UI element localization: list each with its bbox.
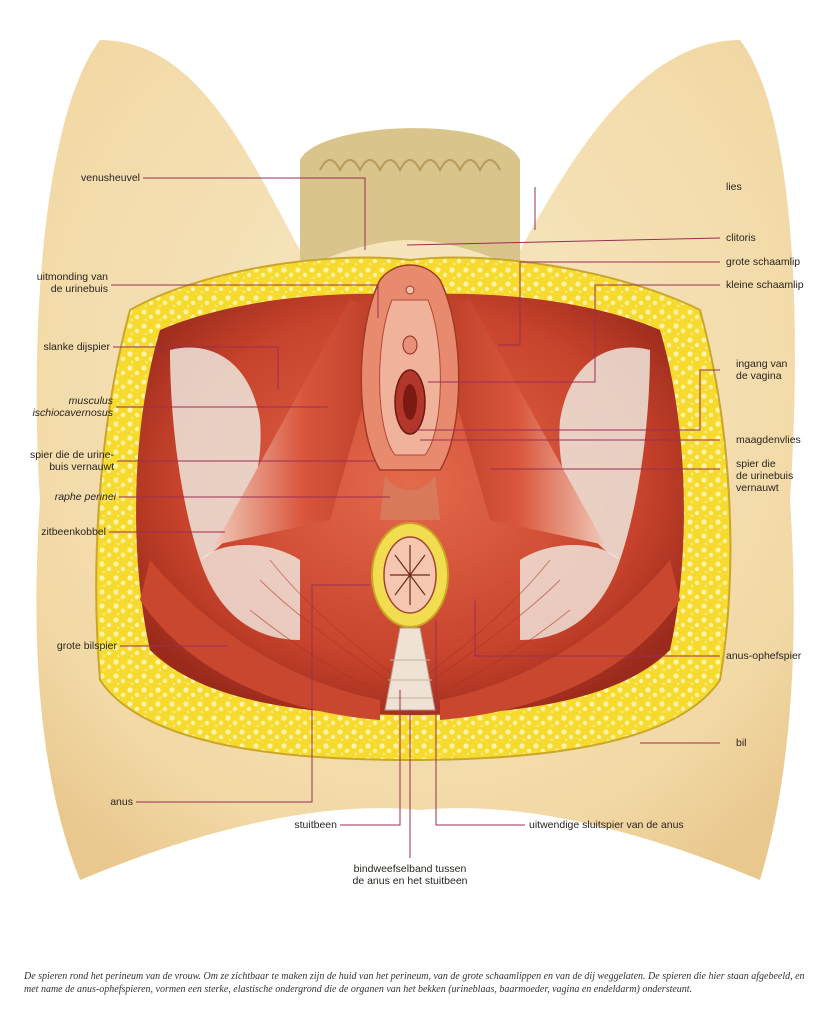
label-stuitbeen: stuitbeen bbox=[294, 819, 337, 831]
label-anus-ophefspier: anus-ophefspier bbox=[726, 650, 802, 662]
label-spier-urinebuis-left: spier die de urine- buis vernauwt bbox=[29, 449, 114, 473]
label-grote-schaamlip: grote schaamlip bbox=[726, 256, 801, 268]
label-anus: anus bbox=[110, 796, 133, 808]
gluteus-right bbox=[440, 560, 680, 720]
label-kleine-schaamlip: kleine schaamlip bbox=[726, 279, 804, 291]
urethral-opening bbox=[402, 335, 418, 355]
figure-caption: De spieren rond het perineum van de vrou… bbox=[24, 971, 805, 995]
label-bindweefsel: bindweefselband tussen de anus en het st… bbox=[352, 863, 468, 887]
label-maagdenvlies: maagdenvlies bbox=[736, 434, 801, 446]
ischiocavernosus-left bbox=[215, 300, 390, 545]
label-grote-bilspier: grote bilspier bbox=[56, 640, 117, 652]
label-sluitspier: uitwendige sluitspier van de anus bbox=[529, 819, 684, 831]
label-lies: lies bbox=[726, 181, 742, 193]
anococcygeal-ligament bbox=[384, 627, 436, 711]
label-musculus: musculus ischiocavernosus bbox=[32, 395, 113, 419]
label-raphe-perinei: raphe perinei bbox=[54, 491, 116, 503]
gluteus-left bbox=[140, 560, 380, 720]
clitoris bbox=[405, 285, 415, 295]
label-uitmonding: uitmonding van de urinebuis bbox=[36, 271, 108, 295]
label-spier-urinebuis-right: spier die de urinebuis vernauwt bbox=[736, 458, 794, 494]
label-bil: bil bbox=[736, 737, 747, 749]
label-venusheuvel: venusheuvel bbox=[81, 172, 140, 184]
label-clitoris: clitoris bbox=[726, 232, 756, 244]
leader-lines bbox=[109, 177, 721, 858]
ischiocavernosus-right bbox=[430, 300, 605, 545]
label-slanke-dijspier: slanke dijspier bbox=[43, 341, 110, 353]
label-zitbeenkobbel: zitbeenkobbel bbox=[41, 526, 106, 538]
label-ingang-vagina: ingang van de vagina bbox=[736, 358, 788, 382]
